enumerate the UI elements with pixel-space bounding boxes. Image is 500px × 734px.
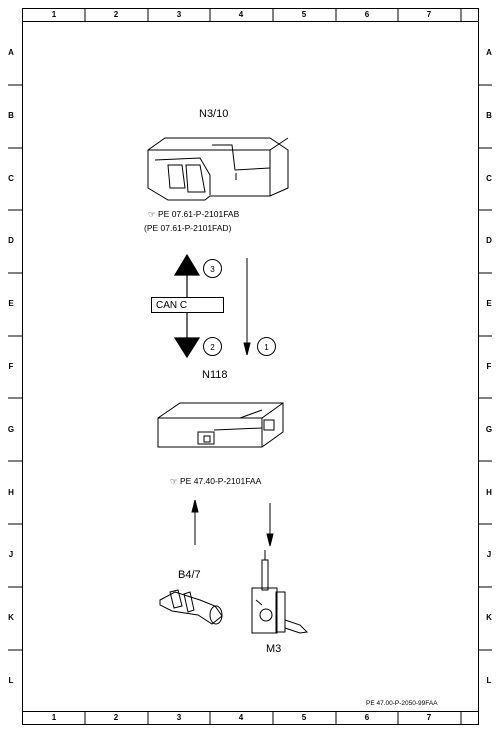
row-label-j: J bbox=[8, 550, 14, 559]
row-label-right-d: D bbox=[486, 236, 492, 245]
row-label-right-j: J bbox=[486, 550, 492, 559]
signal-1-arrow bbox=[243, 258, 251, 356]
col-label-5: 5 bbox=[301, 10, 307, 19]
col-label-4: 4 bbox=[238, 10, 244, 19]
frame-right-border bbox=[478, 8, 479, 725]
row-label-g: G bbox=[7, 425, 15, 434]
row-label-right-l: L bbox=[486, 676, 492, 685]
n3-10-label: N3/10 bbox=[199, 108, 229, 120]
n3-10-reference-2-text: (PE 07.61-P-2101FAD) bbox=[144, 223, 232, 233]
n3-10-reference-1-text: PE 07.61-P-2101FAB bbox=[158, 209, 240, 219]
col-label-bottom-6: 6 bbox=[364, 713, 370, 722]
col-label-bottom-7: 7 bbox=[426, 713, 432, 722]
row-label-right-f: F bbox=[486, 362, 492, 371]
row-label-a: A bbox=[8, 48, 14, 57]
frame-bottom-border bbox=[22, 724, 478, 725]
row-label-right-h: H bbox=[486, 488, 492, 497]
row-label-c: C bbox=[8, 174, 14, 183]
row-label-right-g: G bbox=[485, 425, 493, 434]
row-label-e: E bbox=[8, 299, 14, 308]
m3-control-arrow bbox=[266, 503, 274, 547]
row-label-right-e: E bbox=[486, 299, 492, 308]
row-label-b: B bbox=[8, 111, 14, 120]
n3-10-reference-1: ☞ PE 07.61-P-2101FAB bbox=[148, 209, 239, 220]
col-label-bottom-3: 3 bbox=[176, 713, 182, 722]
col-label-1: 1 bbox=[51, 10, 57, 19]
col-label-bottom-4: 4 bbox=[238, 713, 244, 722]
signal-badge-2: 2 bbox=[203, 337, 222, 356]
col-label-bottom-2: 2 bbox=[113, 713, 119, 722]
row-label-right-k: K bbox=[486, 613, 492, 622]
row-label-d: D bbox=[8, 236, 14, 245]
col-label-7: 7 bbox=[426, 10, 432, 19]
signal-badge-3: 3 bbox=[203, 259, 222, 278]
row-label-k: K bbox=[8, 613, 14, 622]
col-label-6: 6 bbox=[364, 10, 370, 19]
m3-pump-drawing bbox=[251, 550, 309, 634]
b4-7-label: B4/7 bbox=[178, 569, 201, 581]
figure-code: PE 47.00-P-2050-99FAA bbox=[366, 700, 438, 707]
frame-top-inner-border bbox=[22, 21, 478, 22]
row-label-l: L bbox=[8, 676, 14, 685]
col-label-bottom-5: 5 bbox=[301, 713, 307, 722]
row-label-h: H bbox=[8, 488, 14, 497]
col-label-2: 2 bbox=[113, 10, 119, 19]
frame-top-border bbox=[22, 8, 478, 9]
can-c-bus-label: CAN C bbox=[151, 297, 224, 313]
frame-left-border bbox=[22, 8, 23, 725]
signal-badge-1: 1 bbox=[257, 337, 276, 356]
b4-7-signal-arrow bbox=[191, 499, 199, 545]
row-label-right-b: B bbox=[486, 111, 492, 120]
row-label-right-a: A bbox=[486, 48, 492, 57]
reference-hand-icon: ☞ bbox=[170, 476, 178, 486]
row-label-f: F bbox=[8, 362, 14, 371]
n118-control-unit-drawing bbox=[157, 402, 284, 448]
row-label-right-c: C bbox=[486, 174, 492, 183]
m3-label: M3 bbox=[266, 643, 282, 655]
b4-7-sensor-drawing bbox=[159, 589, 223, 625]
n3-10-reference-2: (PE 07.61-P-2101FAD) bbox=[144, 223, 231, 233]
n118-reference-text: PE 47.40-P-2101FAA bbox=[180, 476, 262, 486]
col-label-bottom-1: 1 bbox=[51, 713, 57, 722]
n3-10-control-unit-drawing bbox=[147, 137, 289, 201]
n118-reference: ☞ PE 47.40-P-2101FAA bbox=[170, 476, 261, 487]
col-label-3: 3 bbox=[176, 10, 182, 19]
n118-label: N118 bbox=[202, 369, 228, 381]
reference-hand-icon: ☞ bbox=[148, 209, 156, 219]
frame-bottom-inner-border bbox=[22, 711, 478, 712]
